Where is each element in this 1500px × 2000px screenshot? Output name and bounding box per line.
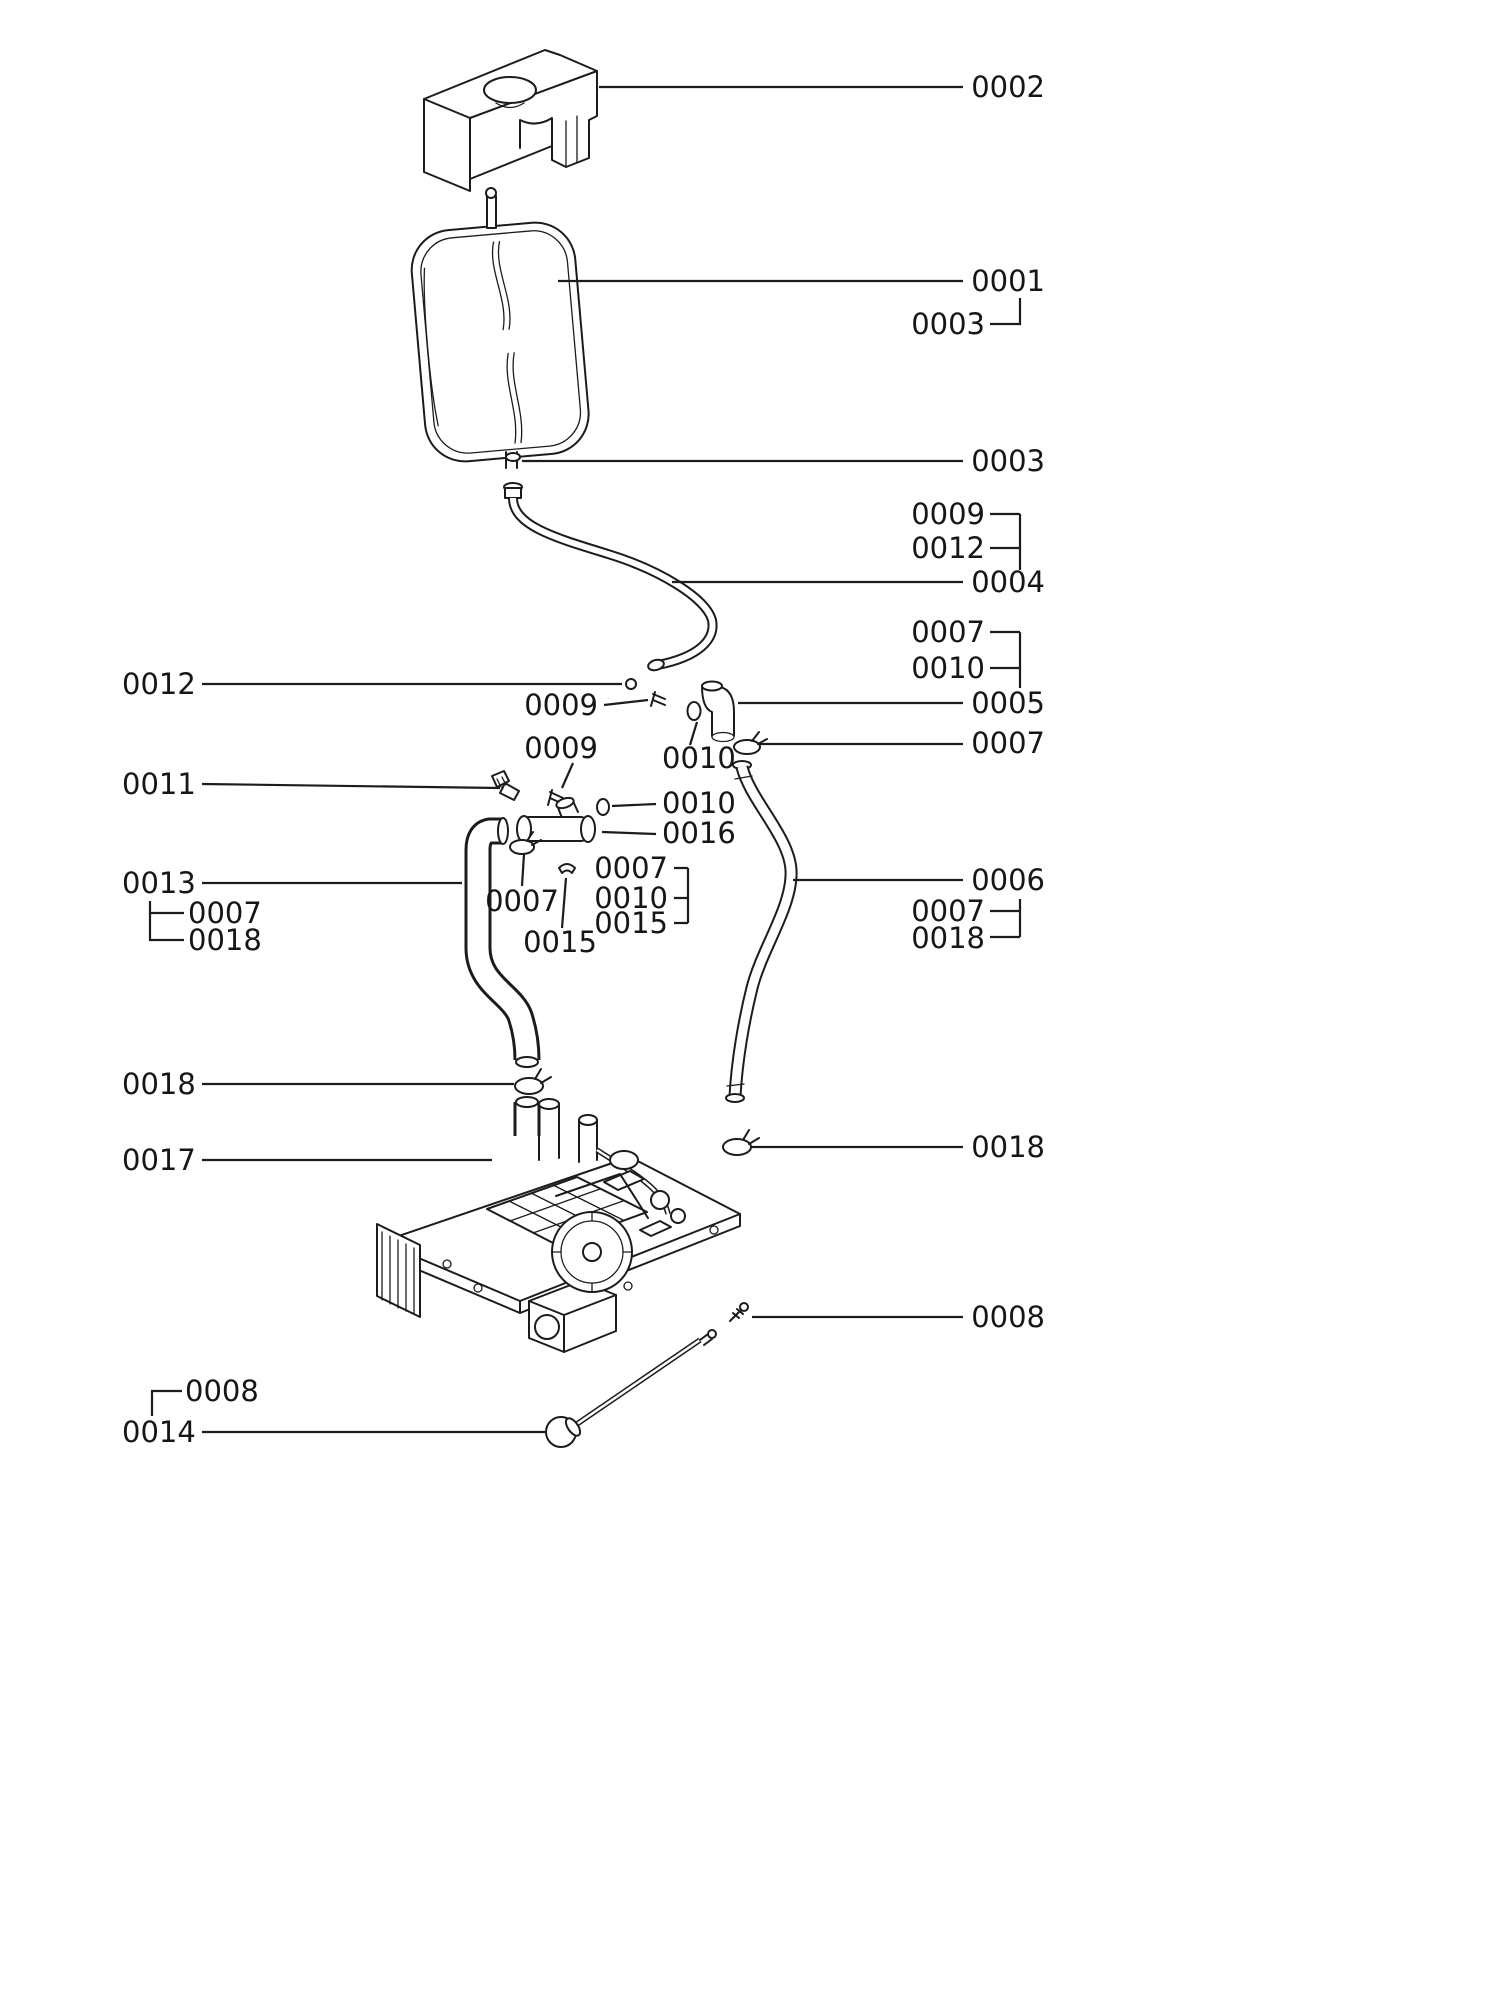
leader-lines xyxy=(148,85,1022,1434)
callout-label: 0001 xyxy=(971,264,1045,298)
part-clamp-right xyxy=(733,731,768,755)
part-rigid-pipe xyxy=(464,817,541,1068)
callout-label: 0015 xyxy=(523,925,597,959)
callout-label: 0016 xyxy=(662,816,736,850)
leader-brackets-right xyxy=(990,298,1022,939)
part-screw xyxy=(729,1302,749,1322)
part-probe xyxy=(545,1329,717,1448)
part-oring-tee xyxy=(596,798,610,816)
callout-label: 0005 xyxy=(971,686,1045,720)
part-oring-small xyxy=(625,678,637,690)
part-base-assembly xyxy=(376,1098,741,1353)
callout-label: 0006 xyxy=(971,863,1045,897)
callout-label: 0010 xyxy=(594,881,668,915)
part-hose-upper xyxy=(508,497,718,672)
part-seal-ring xyxy=(505,452,521,462)
callout-label: 0010 xyxy=(662,741,736,775)
callout-label: 0007 xyxy=(485,884,559,918)
callout-label: 0014 xyxy=(122,1415,196,1449)
part-sensor xyxy=(491,770,520,801)
part-clamp-18-right xyxy=(722,1129,760,1156)
callout-label: 0003 xyxy=(971,444,1045,478)
part-tee-fitting xyxy=(516,796,596,843)
callout-label: 0012 xyxy=(911,531,985,565)
part-clamp-18-left xyxy=(514,1068,552,1095)
part-pipe-stub xyxy=(513,1096,541,1136)
callout-label: 0002 xyxy=(971,70,1045,104)
callout-label: 0009 xyxy=(524,731,598,765)
part-clamp-center xyxy=(509,831,542,855)
part-oring-elbow xyxy=(686,701,702,721)
callout-label: 0011 xyxy=(122,767,196,801)
part-top-cover xyxy=(423,49,598,192)
callout-label: 0018 xyxy=(971,1130,1045,1164)
part-expansion-vessel xyxy=(410,187,590,469)
leader-lines-right-main xyxy=(522,85,963,1319)
callout-label: 0008 xyxy=(971,1300,1045,1334)
part-elbow-fitting xyxy=(701,680,735,743)
part-hose-nut xyxy=(503,482,523,499)
part-hose-lower xyxy=(725,760,798,1103)
callout-label: 0018 xyxy=(188,923,262,957)
callout-label: 0007 xyxy=(188,896,262,930)
callout-label: 0017 xyxy=(122,1143,196,1177)
leader-brackets-left xyxy=(148,901,184,1416)
callout-label: 0009 xyxy=(911,497,985,531)
callout-label: 0007 xyxy=(911,615,985,649)
callout-label: 0018 xyxy=(911,921,985,955)
callout-label: 0007 xyxy=(971,726,1045,760)
callout-label: 0004 xyxy=(971,565,1045,599)
callout-label: 0012 xyxy=(122,667,196,701)
callout-label: 0008 xyxy=(185,1374,259,1408)
callout-label: 0003 xyxy=(911,307,985,341)
part-clip-upper xyxy=(650,691,666,707)
leader-lines-left-main xyxy=(201,682,622,1434)
part-clip-0015 xyxy=(558,863,576,874)
leader-lines-center xyxy=(520,698,699,929)
callout-label: 0007 xyxy=(594,851,668,885)
callout-label: 0013 xyxy=(122,866,196,900)
callout-label: 0009 xyxy=(524,688,598,722)
callout-label: 0018 xyxy=(122,1067,196,1101)
callout-labels: 0002 0001 0003 0003 0009 0012 0004 0007 … xyxy=(122,70,1045,1449)
callout-label: 0010 xyxy=(911,651,985,685)
callout-label: 0015 xyxy=(594,906,668,940)
callout-label: 0010 xyxy=(662,786,736,820)
callout-label: 0007 xyxy=(911,894,985,928)
